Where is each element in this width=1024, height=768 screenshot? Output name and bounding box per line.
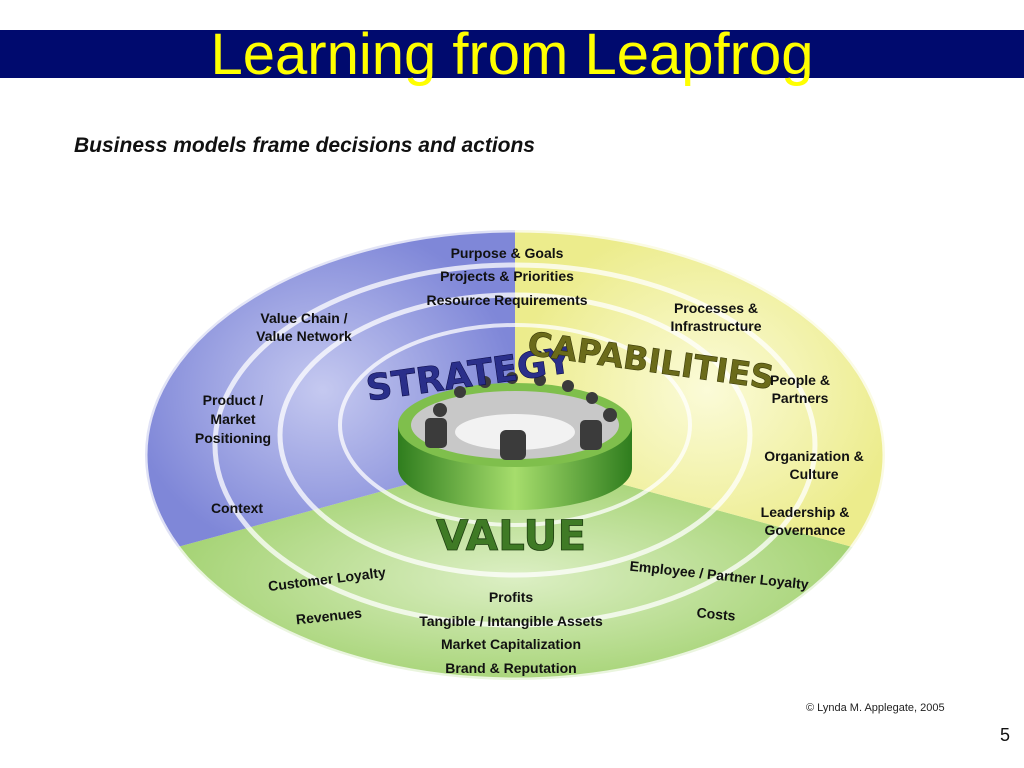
value-chain-label: Value Network — [256, 328, 352, 344]
bottom-item: Market Capitalization — [441, 636, 581, 652]
slide-subtitle: Business models frame decisions and acti… — [74, 134, 535, 157]
concentric-rings — [142, 227, 888, 683]
revenues-label: Revenues — [295, 605, 363, 628]
leadership-label: Governance — [765, 522, 846, 538]
copyright-notice: © Lynda M. Applegate, 2005 — [806, 702, 945, 714]
organization-label: Organization & — [764, 448, 864, 464]
context-label: Context — [211, 500, 263, 516]
product-market-label: Market — [210, 411, 255, 427]
organization-label: Culture — [790, 466, 839, 482]
top-item: Purpose & Goals — [451, 245, 564, 261]
meeting-people — [425, 372, 617, 460]
central-cylinder — [398, 372, 632, 510]
people-label: People & — [770, 372, 830, 388]
product-market-label: Positioning — [195, 430, 271, 446]
value-chain-label: Value Chain / — [260, 310, 347, 326]
slide-title: Learning from Leapfrog — [210, 22, 814, 87]
bottom-item: Profits — [489, 589, 534, 605]
top-item: Resource Requirements — [426, 292, 587, 308]
processes-label: Infrastructure — [670, 318, 761, 334]
costs-label: Costs — [696, 604, 736, 623]
processes-label: Processes & — [674, 300, 758, 316]
page-number: 5 — [1000, 725, 1011, 745]
product-market-label: Product / — [203, 392, 264, 408]
top-item: Projects & Priorities — [440, 268, 574, 284]
bottom-item: Brand & Reputation — [445, 660, 576, 676]
people-label: Partners — [772, 390, 829, 406]
leadership-label: Leadership & — [761, 504, 850, 520]
value-label: VALUE — [436, 511, 586, 560]
bottom-item: Tangible / Intangible Assets — [419, 613, 603, 629]
title-bar — [0, 30, 1024, 78]
